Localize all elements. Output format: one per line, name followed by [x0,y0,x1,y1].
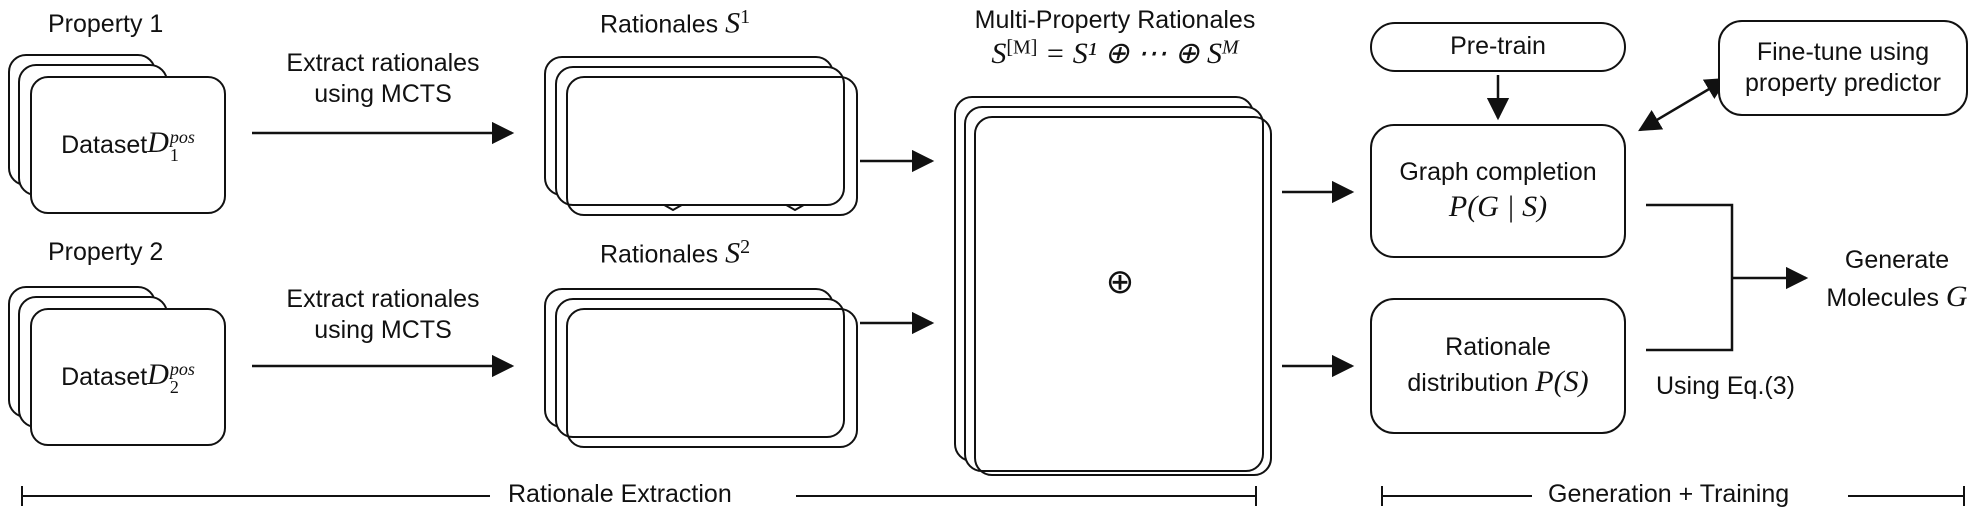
graph-formula: P(G | S) [1448,189,1548,223]
extraction-section-rule [21,486,1257,506]
rationale-1-card-mid [555,66,845,206]
generation-section-rule [1381,486,1965,506]
finetune-arrow [1638,77,1728,132]
multi-oplus: ⊕ [1105,264,1135,301]
generation-section-label: Generation + Training [1548,480,1790,508]
multi-card-mid [964,106,1264,472]
rationale-2-card-mid [555,298,845,438]
dataset-1-text: Dataset [61,130,148,159]
multi-formula: S[M] = S¹ ⊕ ⋯ ⊕ SM [991,36,1239,70]
generate-label: Generate Molecules G [1826,246,1968,313]
rationale-2-card [566,308,858,448]
multi-card [974,116,1272,476]
pretrain-box: Pre-train [1370,22,1626,72]
combine-bracket [1646,203,1734,352]
rationale-distribution-box: Rationale distribution P(S) [1370,298,1626,434]
dataset-2-text: Dataset [61,362,148,391]
rationale-1-card [566,76,858,216]
rationales-1-title: Rationales S1 [600,6,751,40]
multi-title: Multi-Property Rationales [974,6,1256,34]
extraction-section-label: Rationale Extraction [508,480,732,508]
property-1-label: Property 1 [48,10,164,38]
graph-completion-box: Graph completion P(G | S) [1370,124,1626,258]
rationales-2-title: Rationales S2 [600,236,751,270]
using-eq-label: Using Eq.(3) [1656,372,1795,400]
property-2-label: Property 2 [48,238,164,266]
